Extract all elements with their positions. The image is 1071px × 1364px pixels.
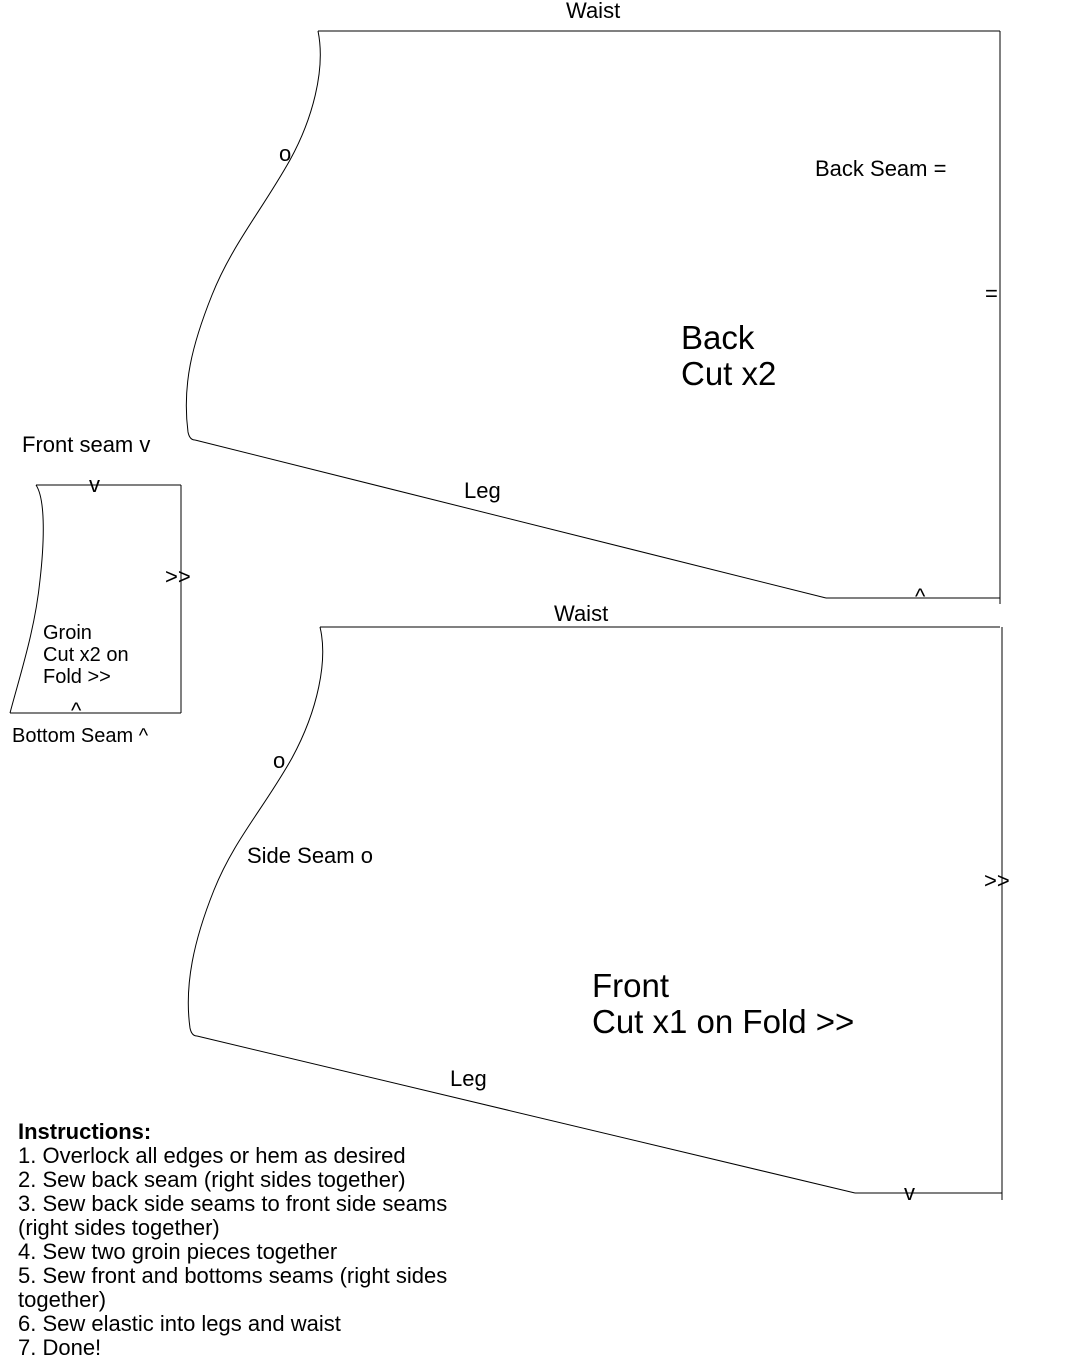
instruction-step: 6. Sew elastic into legs and waist [18,1311,341,1336]
instructions-block: Instructions: 1. Overlock all edges or h… [18,1120,498,1360]
instruction-step: 3. Sew back side seams to front side sea… [18,1191,448,1240]
front-leg-label: Leg [450,1066,487,1091]
bottom-seam-label: Bottom Seam ^ [12,725,149,747]
front-leg-line [196,1035,856,1194]
front-side-curve [187,626,324,1037]
front-waist-label: Waist [554,601,609,626]
instruction-step: 5. Sew front and bottoms seams (right si… [18,1263,448,1312]
back-waist-label: Waist [566,0,621,23]
front-piece-outline [187,626,1003,1200]
groin-piece-title: Groin [43,622,92,644]
back-seam-mark: = [985,281,998,306]
instruction-step: 2. Sew back seam (right sides together) [18,1167,406,1192]
groin-top-mark: v [89,472,100,497]
front-piece-cut: Cut x1 on Fold >> [592,1003,855,1040]
instruction-step: 4. Sew two groin pieces together [18,1239,338,1264]
instruction-step: 7. Done! [18,1335,102,1360]
front-bottom-mark: v [904,1180,915,1205]
groin-piece-fold: Fold >> [43,666,111,688]
front-piece-title: Front [592,967,670,1004]
groin-fold-mark: >> [165,564,191,589]
back-side-seam-mark: o [279,141,292,166]
back-piece-cut: Cut x2 [681,355,777,392]
back-bottom-mark: ^ [915,584,926,609]
front-fold-mark: >> [984,868,1010,893]
groin-bottom-mark: ^ [71,698,82,723]
back-leg-line [194,439,827,599]
groin-piece-cut: Cut x2 on [43,644,129,666]
groin-piece-outline [9,484,182,714]
back-leg-label: Leg [464,478,501,503]
instructions-title: Instructions: [18,1119,152,1144]
instruction-step: 1. Overlock all edges or hem as desired [18,1143,406,1168]
back-seam-label: Back Seam = [815,156,947,181]
front-seam-label: Front seam v [22,432,151,457]
front-side-seam-mark: o [273,748,286,773]
back-piece-title: Back [681,319,755,356]
groin-curve [9,484,44,714]
back-side-curve [185,30,321,441]
side-seam-label: Side Seam o [247,843,373,868]
back-piece-outline [185,30,1001,604]
